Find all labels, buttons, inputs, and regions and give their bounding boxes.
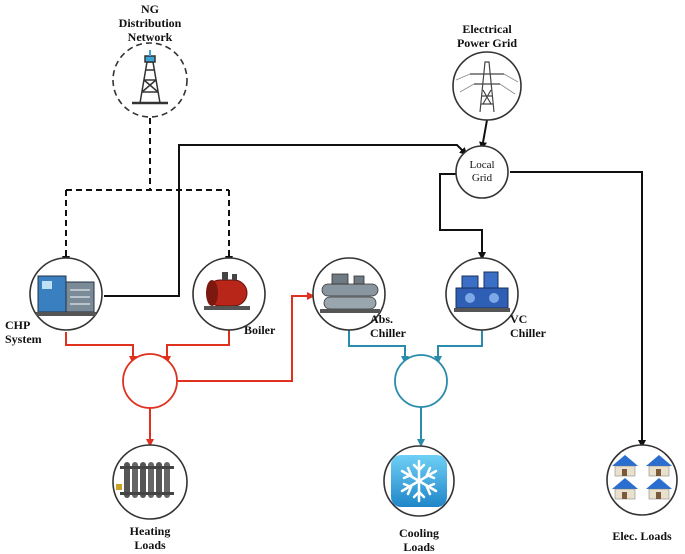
boiler-icon [204, 272, 250, 310]
local-grid-label: Local Grid [469, 159, 495, 184]
vc-chiller-node [445, 257, 519, 331]
heat-lines [65, 292, 315, 447]
heating-loads-label: Heating Loads [129, 524, 171, 552]
local-grid-node [455, 145, 509, 199]
heat-hub [122, 353, 178, 409]
vc-chiller-label: VC Chiller [510, 312, 546, 340]
absorption-chiller-icon [320, 273, 380, 313]
vc-to-cool-hub-line [434, 330, 483, 364]
local-to-elec-line [510, 171, 646, 448]
abs-chiller-node [312, 257, 386, 331]
grid-to-local-line [479, 119, 488, 150]
chp-node [29, 257, 103, 331]
cooling-lines [348, 330, 483, 447]
heating-loads-node [112, 444, 188, 520]
cooling-loads-label: Cooling Loads [398, 526, 439, 554]
chp-to-heat-hub-line [65, 332, 137, 364]
ng-network-node [112, 42, 188, 118]
power-grid-label: Electrical Power Grid [456, 22, 518, 50]
generator-icon [36, 275, 96, 316]
vc-chiller-icon [454, 271, 510, 312]
elec-loads-label: Elec. Loads [612, 529, 672, 543]
power-grid-node [452, 51, 522, 121]
abs-chiller-label: Abs. Chiller [370, 312, 406, 340]
cooling-hub [394, 354, 448, 408]
electric-lines [104, 119, 646, 448]
houses-icon [612, 455, 672, 500]
transmission-tower-icon [455, 61, 519, 113]
heat-hub-to-abs-line [177, 292, 315, 382]
boiler-to-heat-hub-line [163, 328, 230, 364]
boiler-label: Boiler [244, 323, 276, 337]
gas-lines [62, 118, 233, 264]
local-to-vc-line [439, 173, 486, 260]
drilling-rig-icon [132, 50, 168, 105]
abs-to-cool-hub-line [348, 330, 409, 364]
chp-label: CHP System [5, 318, 42, 346]
radiator-icon [116, 462, 174, 498]
ng-network-label: NG Distribution Network [118, 2, 182, 44]
chp-to-local-line [104, 144, 468, 297]
cooling-loads-node [383, 445, 455, 517]
snowflake-icon [400, 459, 438, 503]
boiler-node [192, 257, 266, 331]
elec-loads-node [606, 444, 678, 516]
